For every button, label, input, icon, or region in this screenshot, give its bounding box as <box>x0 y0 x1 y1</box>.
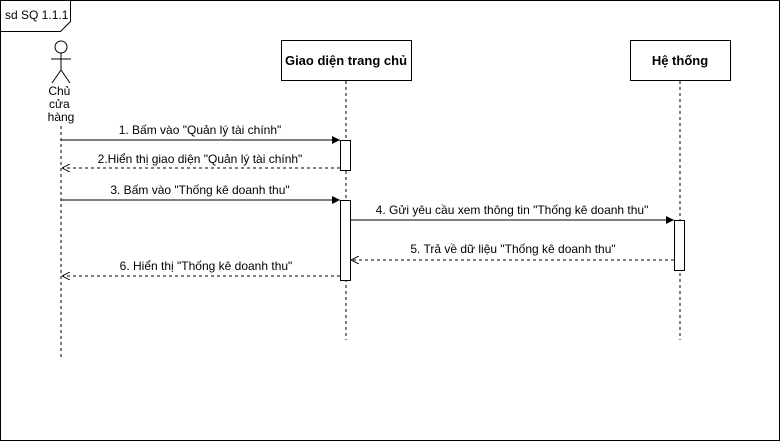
participant-system-box <box>630 40 731 81</box>
participant-system-label: Hệ thống <box>652 53 708 68</box>
ui-activation-1 <box>340 140 351 171</box>
actor-store-owner: Chủ cửa hàng <box>48 40 75 124</box>
actor-label-line: Chủ <box>48 84 70 98</box>
actor-icon <box>51 40 71 84</box>
actor-label: Chủ cửa hàng <box>48 84 75 124</box>
message-3: 3. Bấm vào "Thống kê doanh thu" <box>61 183 340 204</box>
message-6: 6. Hiển thị "Thống kê doanh thu" <box>62 259 340 276</box>
message-1: 1. Bấm vào "Quản lý tài chính" <box>61 123 340 144</box>
message-5: 5. Trả về dữ liệu "Thống kê doanh thu" <box>351 242 674 260</box>
message-label: 2.Hiển thị giao diện "Quản lý tài chính" <box>98 152 303 166</box>
message-2: 2.Hiển thị giao diện "Quản lý tài chính" <box>62 152 340 168</box>
frame-label: sd SQ 1.1.1 <box>5 8 69 22</box>
participant-ui-box <box>281 40 412 81</box>
message-label: 3. Bấm vào "Thống kê doanh thu" <box>110 183 289 197</box>
message-label: 5. Trả về dữ liệu "Thống kê doanh thu" <box>410 242 615 256</box>
frame-label-tab <box>0 0 71 32</box>
message-label: 6. Hiển thị "Thống kê doanh thu" <box>120 259 293 273</box>
message-4: 4. Gửi yêu cầu xem thông tin "Thống kê d… <box>350 203 674 224</box>
actor-label-line: hàng <box>48 110 75 124</box>
message-label: 1. Bấm vào "Quản lý tài chính" <box>119 123 282 137</box>
participant-ui: Giao diện trang chủ <box>281 40 412 81</box>
participant-ui-label: Giao diện trang chủ <box>285 53 407 68</box>
actor-label-line: cửa <box>49 97 70 111</box>
message-label: 4. Gửi yêu cầu xem thông tin "Thống kê d… <box>376 203 649 217</box>
ui-activation-2 <box>340 200 351 281</box>
system-activation-1 <box>674 220 685 271</box>
participant-system: Hệ thống <box>630 40 731 81</box>
